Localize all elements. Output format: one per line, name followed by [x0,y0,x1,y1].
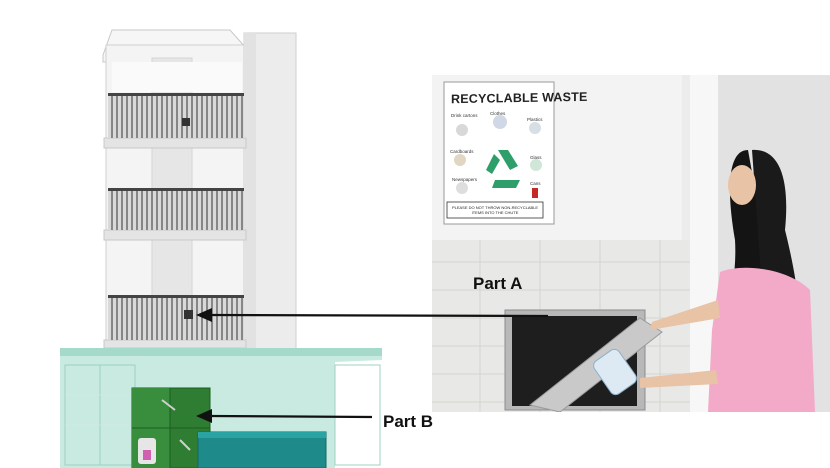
railing-level-2 [108,188,244,230]
sign-title: RECYCLABLE WASTE [451,89,588,107]
teal-container [197,431,327,468]
sign-item-glass: Glass [530,155,542,160]
recycling-sign [443,81,555,225]
arrow-part-b [196,409,373,423]
label-part-b: Part B [383,412,434,431]
sign-item-cans: Cans [530,181,541,186]
railing-level-1 [108,295,244,340]
chute-photo [432,75,830,412]
chute-hopper-level-3 [182,118,190,126]
water-bottle [593,348,637,396]
refuse-chute-hopper [504,309,663,412]
railing-level-3 [108,93,244,138]
clothes-icon [493,115,507,129]
sign-item-plastics: Plastics [527,117,543,122]
plastics-icon [529,122,541,134]
arrow-part-a [196,308,549,322]
label-part-a: Part A [473,274,523,293]
cardboard-icon [454,154,466,166]
railing-bars [111,96,243,340]
sign-item-newspapers: Newspapers [452,177,478,182]
sign-notice: PLEASE DO NOT THROW NON-RECYCLABLE ITEMS… [451,205,539,215]
can-icon [532,188,538,198]
sign-item-clothes: Clothes [490,111,506,116]
bin-chamber [131,387,211,468]
resident-figure [593,149,815,412]
sign-item-drink-cartons: Drink cartons [451,113,478,118]
recycle-icon [486,150,520,188]
building-illustration [60,29,382,468]
newspaper-icon [456,182,468,194]
drink-carton-icon [456,124,468,136]
chute-hopper-level-1 [184,310,193,319]
sign-item-cardboards: Cardboards [450,149,474,154]
glass-icon [530,159,542,171]
